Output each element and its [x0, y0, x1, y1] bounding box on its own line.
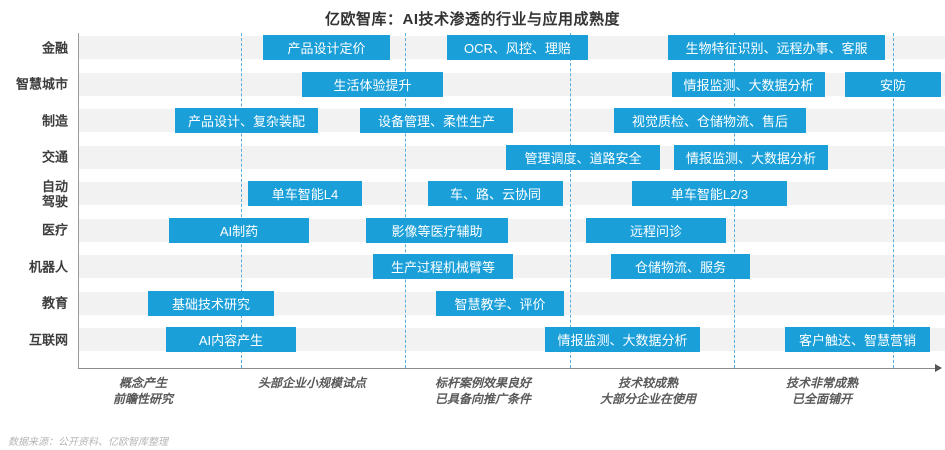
- y-axis-line: [78, 33, 79, 368]
- data-source-note: 数据来源：公开资料、亿欧智库整理: [8, 437, 168, 448]
- industry-label: 教育: [0, 296, 68, 311]
- industry-label: 机器人: [0, 259, 68, 274]
- application-box: 影像等医疗辅助: [366, 217, 508, 243]
- industry-label-line: 自动: [41, 178, 68, 194]
- application-box: 客户触达、智慧营销: [785, 327, 930, 352]
- industry-label: 智慧城市: [0, 77, 68, 92]
- industry-label: 自动驾驶: [0, 179, 68, 209]
- maturity-stage-label: 技术较成熟大部分企业在使用: [600, 375, 696, 407]
- application-box: 单车智能L2/3: [632, 181, 787, 206]
- x-axis-arrowhead-icon: [935, 364, 942, 372]
- maturity-stage-label-line: 已全面铺开: [791, 392, 853, 406]
- application-box: 单车智能L4: [248, 181, 362, 206]
- maturity-stage-label-line: 标杆案例效果良好: [434, 376, 532, 390]
- industry-label: 金融: [0, 40, 68, 55]
- stage-separator-dashed-line: [241, 33, 242, 368]
- application-box: 智慧教学、评价: [436, 290, 564, 316]
- application-box: AI制药: [169, 217, 309, 243]
- maturity-stage-label-line: 已具备向推广条件: [434, 392, 532, 406]
- application-box: 车、路、云协同: [428, 181, 563, 206]
- industry-label-line: 医疗: [41, 222, 68, 238]
- application-box: 管理调度、道路安全: [506, 144, 660, 170]
- application-box: 安防: [845, 71, 941, 97]
- application-box: 情报监测、大数据分析: [674, 144, 828, 170]
- industry-label: 医疗: [0, 223, 68, 238]
- application-box: 基础技术研究: [148, 290, 274, 316]
- industry-label: 制造: [0, 113, 68, 128]
- maturity-stage-label: 概念产生前瞻性研究: [113, 375, 173, 407]
- stage-separator-dashed-line: [893, 33, 894, 368]
- maturity-stage-label-line: 大部分企业在使用: [599, 392, 697, 406]
- application-box: 生活体验提升: [302, 71, 443, 97]
- application-box: 产品设计定价: [263, 35, 390, 60]
- application-box: 设备管理、柔性生产: [360, 108, 513, 133]
- application-box: 生物特征识别、远程办事、客服: [668, 35, 885, 60]
- industry-label: 互联网: [0, 332, 68, 347]
- industry-label-line: 金融: [41, 40, 68, 55]
- industry-label-line: 驾驶: [41, 193, 68, 209]
- application-box: 仓储物流、服务: [611, 254, 750, 279]
- stage-separator-dashed-line: [405, 33, 406, 368]
- application-box: 产品设计、复杂装配: [175, 108, 318, 133]
- chart-title: 亿欧智库：AI技术渗透的行业与应用成熟度: [324, 11, 620, 28]
- application-box: AI内容产生: [166, 327, 296, 352]
- application-box: 视觉质检、仓储物流、售后: [614, 108, 806, 133]
- maturity-stage-label: 标杆案例效果良好已具备向推广条件: [435, 375, 531, 407]
- maturity-stage-label-line: 头部企业小规模试点: [257, 376, 367, 390]
- maturity-stage-label: 头部企业小规模试点: [258, 375, 366, 391]
- x-axis-line: [78, 368, 936, 369]
- maturity-stage-label-line: 技术较成熟: [617, 376, 679, 390]
- industry-label-line: 智慧城市: [15, 76, 68, 92]
- application-box: 远程问诊: [586, 217, 726, 243]
- industry-label: 交通: [0, 150, 68, 165]
- application-box: 情报监测、大数据分析: [545, 327, 700, 352]
- industry-label-line: 制造: [41, 113, 68, 128]
- stage-separator-dashed-line: [570, 33, 571, 368]
- maturity-stage-label-line: 前瞻性研究: [112, 392, 174, 406]
- application-box: 生产过程机械臂等: [373, 254, 513, 279]
- maturity-stage-label-line: 概念产生: [118, 376, 168, 390]
- industry-label-line: 互联网: [28, 332, 68, 347]
- maturity-stage-label: 技术非常成熟已全面铺开: [786, 375, 858, 407]
- maturity-stage-label-line: 技术非常成熟: [785, 376, 859, 390]
- application-box: OCR、风控、理赔: [447, 35, 588, 60]
- industry-label-line: 交通: [41, 149, 68, 165]
- application-box: 情报监测、大数据分析: [672, 71, 825, 97]
- industry-label-line: 教育: [41, 295, 68, 311]
- industry-label-line: 机器人: [28, 259, 68, 274]
